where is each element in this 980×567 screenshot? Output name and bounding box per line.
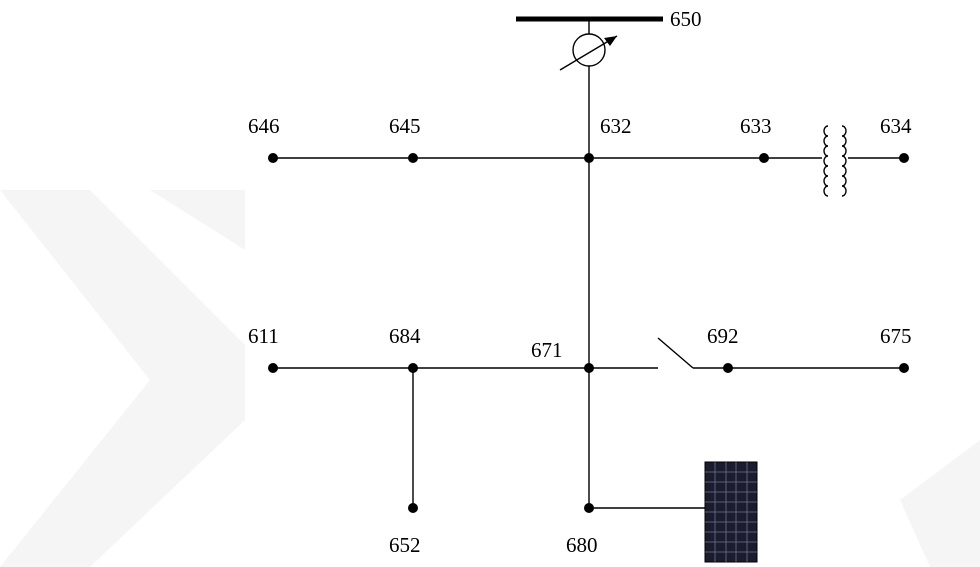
bus-684 bbox=[408, 363, 418, 373]
label-611: 611 bbox=[248, 324, 279, 348]
bus-634 bbox=[899, 153, 909, 163]
label-645: 645 bbox=[389, 114, 421, 138]
bus-611 bbox=[268, 363, 278, 373]
switch-icon bbox=[657, 337, 694, 369]
label-675: 675 bbox=[880, 324, 912, 348]
bus-646 bbox=[268, 153, 278, 163]
watermark bbox=[0, 190, 980, 567]
solar-panel-icon bbox=[704, 461, 758, 563]
transformer-icon bbox=[823, 125, 847, 197]
label-652: 652 bbox=[389, 533, 421, 557]
label-632: 632 bbox=[600, 114, 632, 138]
bus-692 bbox=[723, 363, 733, 373]
label-633: 633 bbox=[740, 114, 772, 138]
bus-652 bbox=[408, 503, 418, 513]
label-680: 680 bbox=[566, 533, 598, 557]
bus-633 bbox=[759, 153, 769, 163]
label-684: 684 bbox=[389, 324, 421, 348]
label-646: 646 bbox=[248, 114, 280, 138]
bus-645 bbox=[408, 153, 418, 163]
bus-675 bbox=[899, 363, 909, 373]
label-692: 692 bbox=[707, 324, 739, 348]
bus-671 bbox=[584, 363, 594, 373]
label-650: 650 bbox=[670, 7, 702, 31]
label-634: 634 bbox=[880, 114, 912, 138]
bus-680 bbox=[584, 503, 594, 513]
voltage-regulator-icon bbox=[559, 33, 618, 71]
label-671: 671 bbox=[531, 338, 563, 362]
bus-632 bbox=[584, 153, 594, 163]
